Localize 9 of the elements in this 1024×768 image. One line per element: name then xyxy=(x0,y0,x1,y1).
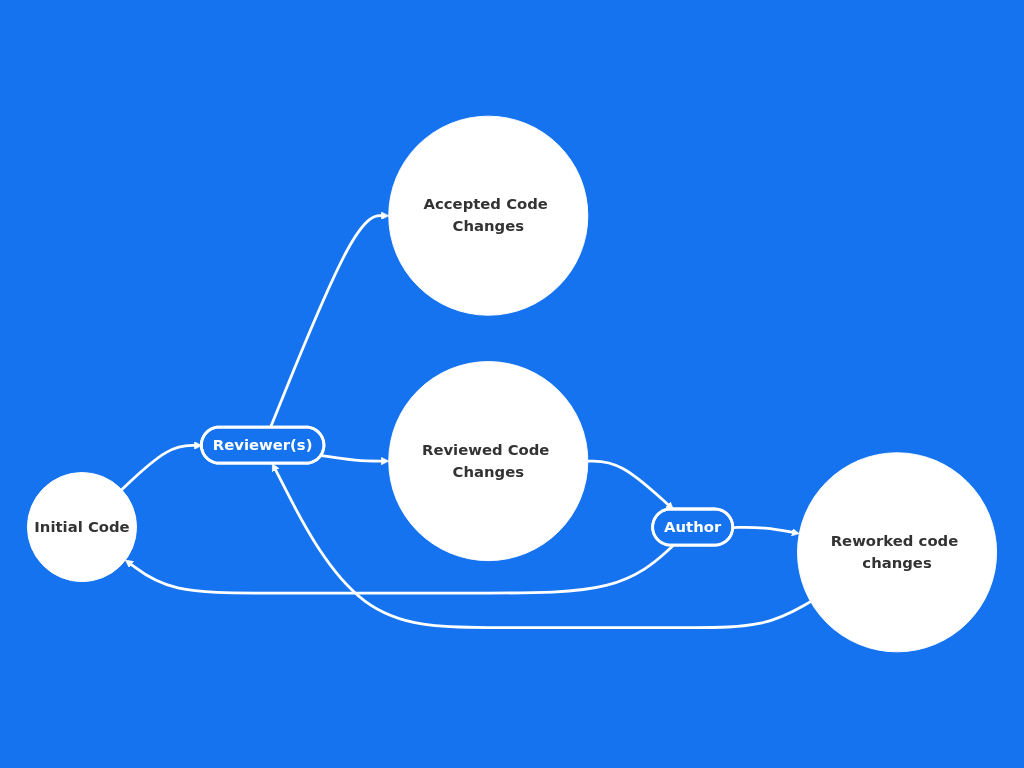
arrow xyxy=(733,526,800,537)
arrow xyxy=(321,454,390,466)
arrow xyxy=(587,459,674,510)
node-circle: Reviewed Code Changes xyxy=(388,361,589,562)
arrow xyxy=(125,544,675,595)
arrow xyxy=(272,463,812,629)
node-circle: Reworked code changes xyxy=(797,452,998,653)
node-circle: Accepted Code Changes xyxy=(388,115,589,316)
node-circle: Initial Code xyxy=(26,472,137,583)
